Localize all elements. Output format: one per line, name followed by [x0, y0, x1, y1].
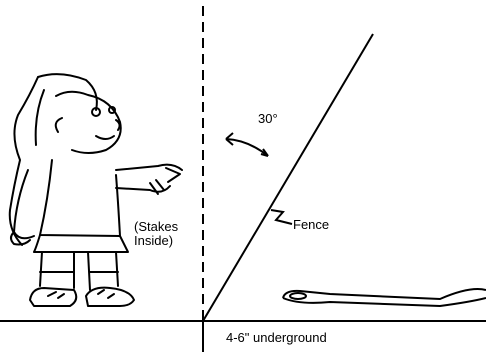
- girl-character-icon: [8, 73, 183, 307]
- stakes-label-line2: Inside): [134, 233, 174, 248]
- angle-label: 30°: [258, 111, 278, 126]
- fence-label: Fence: [293, 217, 330, 232]
- stake-icon: [282, 288, 486, 308]
- angle-arc-icon: [225, 132, 269, 157]
- underground-depth-label: 4-6" underground: [226, 330, 327, 345]
- stakes-label-line1: (Stakes: [134, 219, 179, 234]
- fence-line: [202, 33, 374, 322]
- stakes-inside-label: (Stakes Inside): [134, 220, 178, 248]
- fence-pointer-icon: [270, 209, 293, 225]
